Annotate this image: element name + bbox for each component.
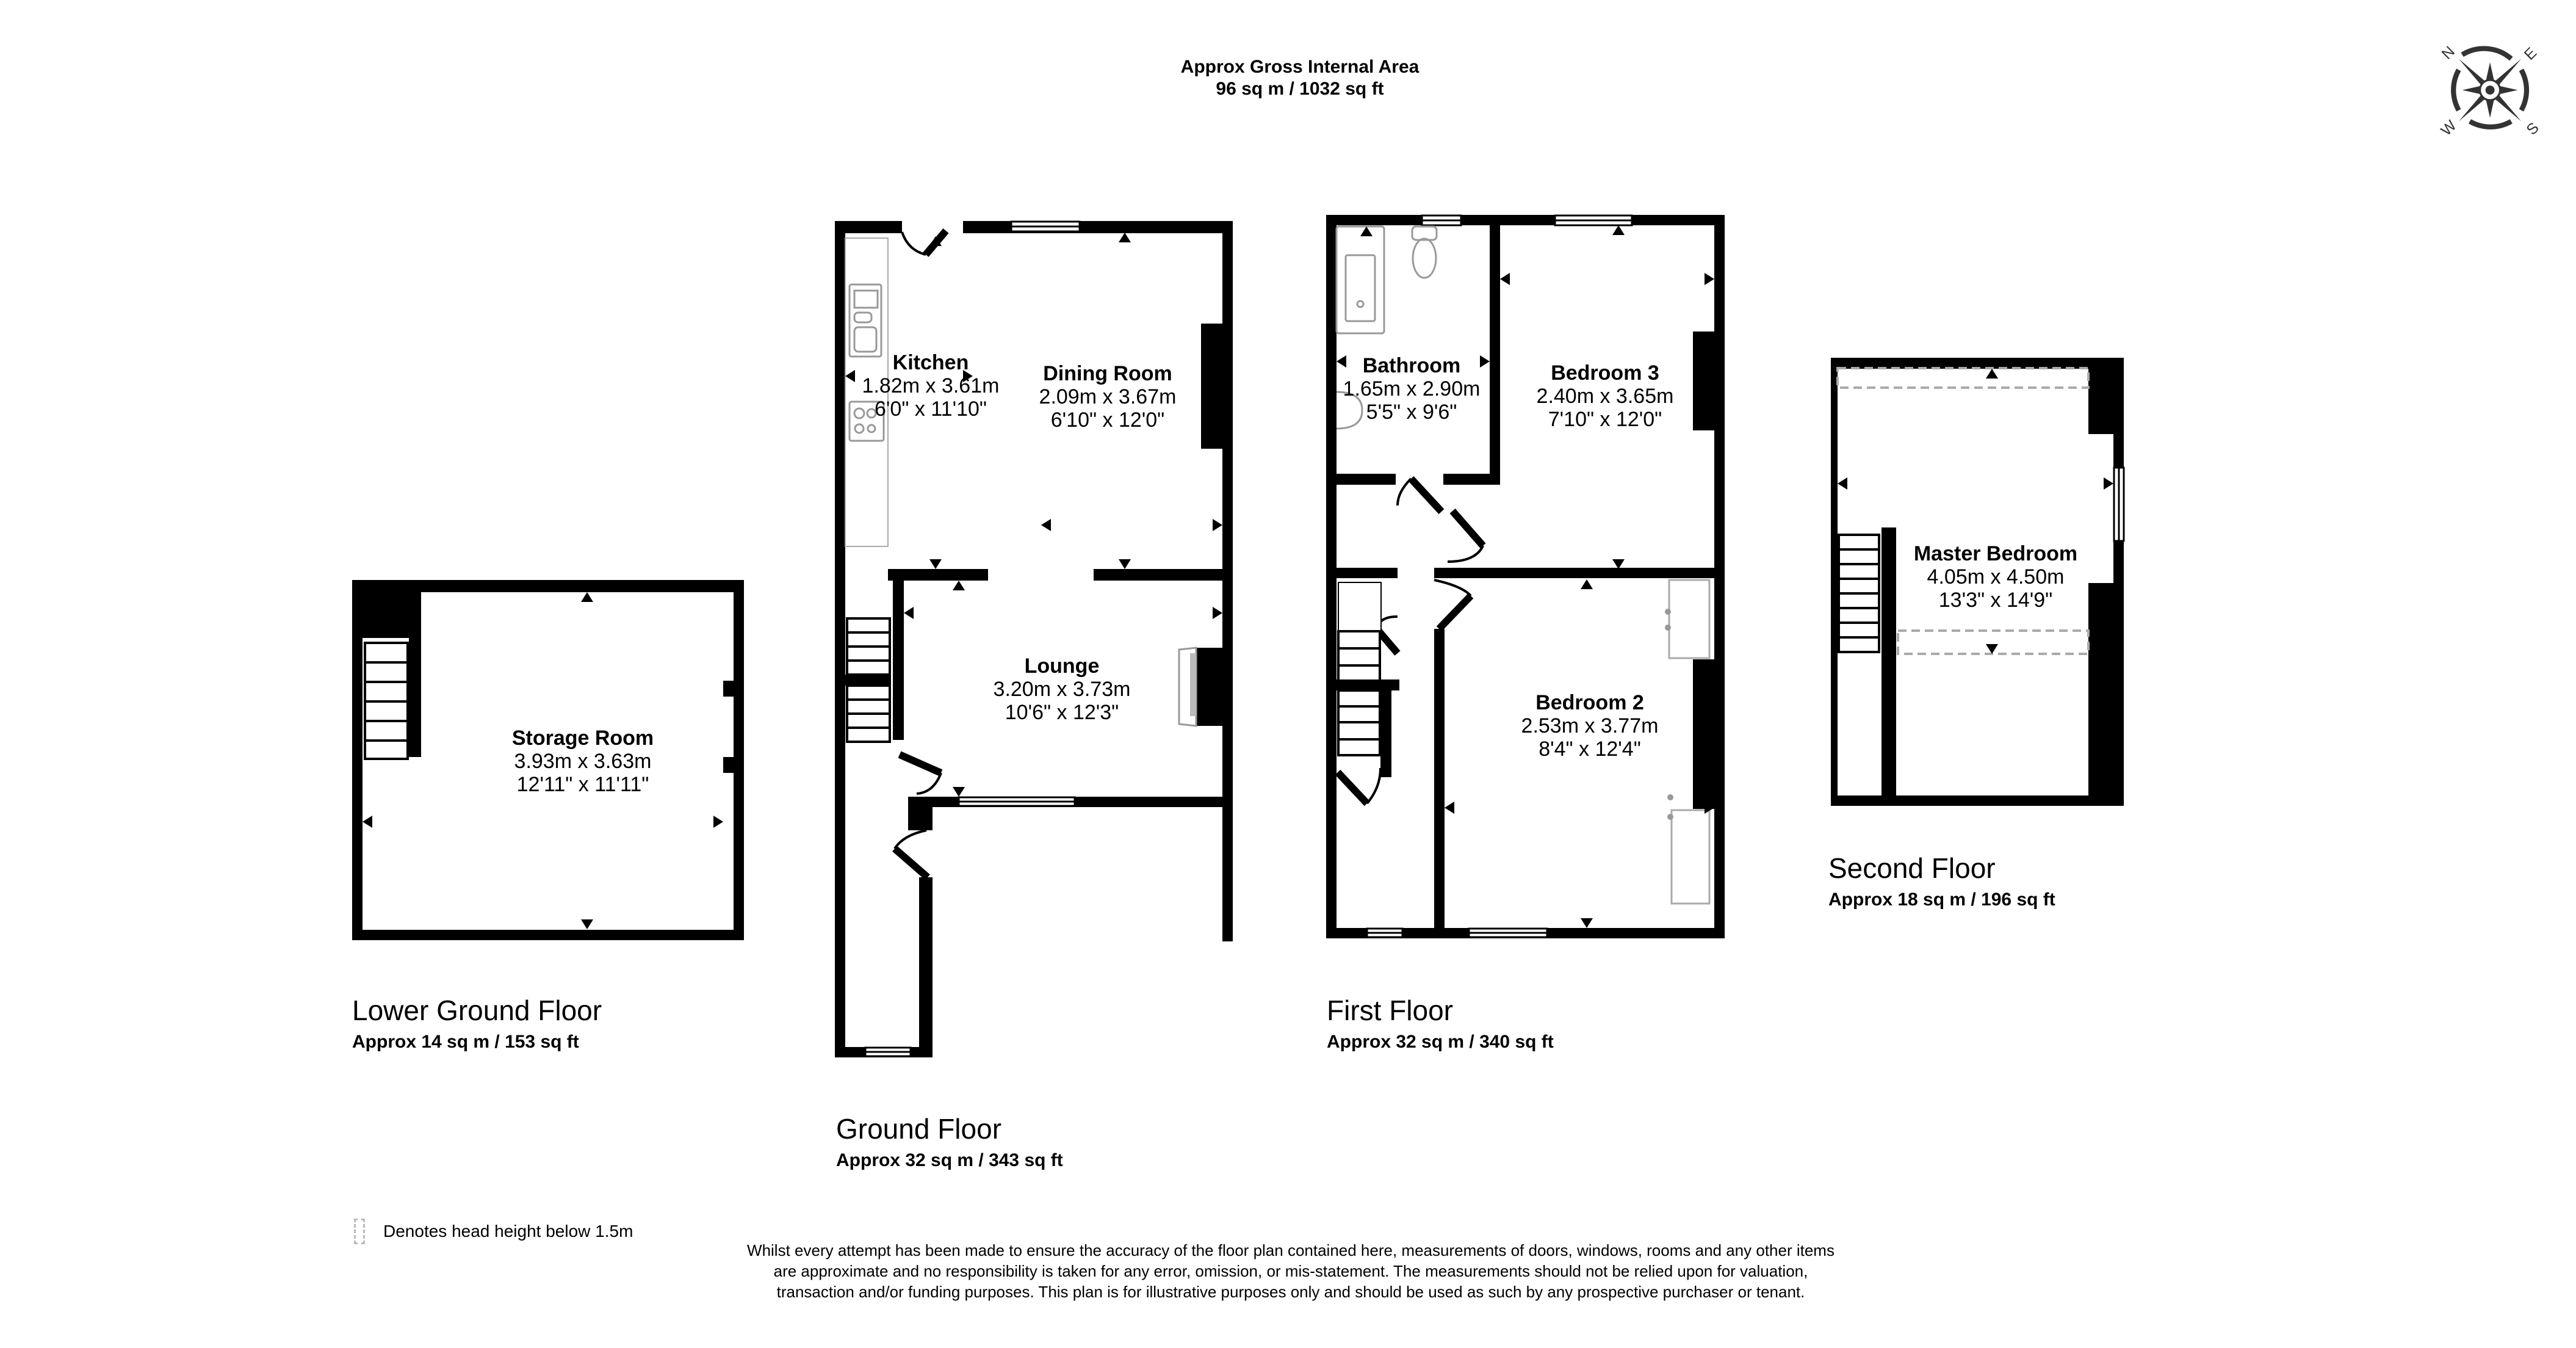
floor-title-ground: Ground Floor — [836, 1113, 1002, 1145]
legend: Denotes head height below 1.5m — [354, 1219, 633, 1244]
header-total-area: 96 sq m / 1032 sq ft — [1216, 79, 1384, 99]
staircase — [364, 642, 409, 760]
staircase — [1838, 534, 1880, 653]
wardrobe-icon — [1670, 809, 1711, 905]
floor-title-second: Second Floor — [1828, 852, 1996, 884]
wardrobe-icon — [1668, 579, 1711, 659]
toilet-icon — [1411, 225, 1438, 279]
dashed-box-icon — [354, 1219, 365, 1244]
floor-area-second: Approx 18 sq m / 196 sq ft — [1828, 890, 2055, 910]
gross-internal-area: Approx Gross Internal Area 96 sq m / 103… — [1086, 56, 1513, 100]
fireplace-icon — [1178, 647, 1222, 727]
first-floor-plan — [1326, 214, 1725, 938]
legend-text: Denotes head height below 1.5m — [383, 1222, 633, 1241]
room-label-bedroom-2: Bedroom 2 2.53m x 3.77m 8'4" x 12'4" — [1521, 691, 1659, 761]
low-headroom-area — [1897, 629, 2090, 655]
header-title: Approx Gross Internal Area — [1180, 57, 1420, 77]
floor-area-ground: Approx 32 sq m / 343 sq ft — [836, 1150, 1063, 1170]
compass-rose-icon: N E S W — [2438, 43, 2542, 139]
room-label-bathroom: Bathroom 1.65m x 2.90m 5'5" x 9'6" — [1343, 354, 1481, 424]
basin-icon — [1336, 391, 1363, 430]
room-label-dining-room: Dining Room 2.09m x 3.67m 6'10" x 12'0" — [1039, 362, 1177, 432]
second-floor-plan — [1831, 358, 2125, 806]
floor-area-first: Approx 32 sq m / 340 sq ft — [1327, 1032, 1554, 1052]
room-label-lounge: Lounge 3.20m x 3.73m 10'6" x 12'3" — [993, 654, 1131, 725]
disclaimer: Whilst every attempt has been made to en… — [747, 1241, 1835, 1301]
room-label-kitchen: Kitchen 1.82m x 3.61m 6'0" x 11'10" — [862, 351, 1000, 421]
staircase — [1337, 582, 1399, 777]
lower-ground-floor-plan — [352, 580, 744, 940]
room-label-bedroom-3: Bedroom 3 2.40m x 3.65m 7'10" x 12'0" — [1536, 361, 1674, 432]
staircase — [845, 617, 891, 743]
room-label-storage-room: Storage Room 3.93m x 3.63m 12'11" x 11'1… — [511, 727, 654, 797]
ground-floor-plan — [835, 220, 1233, 1057]
sink-icon — [848, 283, 882, 358]
bath-icon — [1335, 225, 1385, 335]
floor-title-lower-ground: Lower Ground Floor — [352, 995, 602, 1026]
room-label-master-bedroom: Master Bedroom 4.05m x 4.50m 13'3" x 14'… — [1913, 542, 2078, 612]
hob-icon — [848, 400, 885, 442]
low-headroom-area — [1836, 367, 2090, 389]
floor-area-lower-ground: Approx 14 sq m / 153 sq ft — [352, 1032, 579, 1052]
floor-title-first: First Floor — [1327, 995, 1453, 1026]
